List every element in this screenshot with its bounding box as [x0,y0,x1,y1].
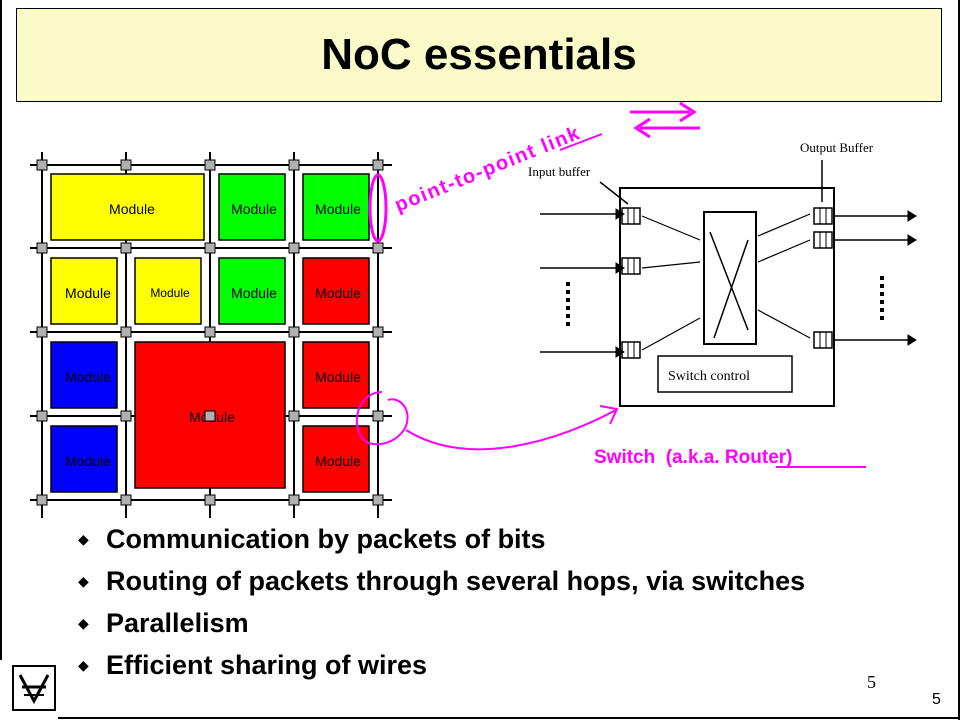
diamond-bullet-icon: ◆ [78,530,89,547]
slide-frame-left [0,0,2,660]
arrow-head-icon [599,405,619,425]
bullet-text: Parallelism [106,607,249,638]
module-label: Module [315,369,361,385]
bullet-item: ◆ Parallelism [78,602,805,644]
link-highlight-ellipse [368,173,388,243]
slide-title: NoC essentials [321,30,637,79]
router-node [204,494,216,506]
switch-schematic: Input buffer Output Buffer Switch contro… [528,140,917,407]
router-node [36,410,48,422]
router-node [36,159,48,171]
page-number: 5 [867,672,876,692]
bidirectional-arrows-icon [630,101,700,139]
module-block [302,341,370,409]
bullet-text: Communication by packets of bits [106,523,546,554]
bullet-item: ◆ Routing of packets through several hops… [78,560,805,602]
link-label-underline [559,133,603,151]
router-node [204,410,216,422]
router-node [372,494,384,506]
slide-frame-right [958,0,960,720]
module-block [50,425,118,493]
switch-control-label: Switch control [668,369,750,384]
module-blocks [50,173,370,493]
router-node [372,326,384,338]
module-block [50,341,118,409]
module-label: Module [150,286,190,300]
bullet-item: ◆ Efficient sharing of wires [78,644,805,686]
bullet-text: Efficient sharing of wires [106,649,428,680]
bullet-text: Routing of packets through several hops,… [106,565,806,596]
router-node [204,326,216,338]
router-node [36,326,48,338]
module-label: Module [65,285,111,301]
switch-label: Switch (a.k.a. Router) [594,447,792,468]
router-node [288,326,300,338]
router-node [120,410,132,422]
router-node [36,242,48,254]
module-label: Module [65,453,111,469]
module-block [218,173,286,241]
technion-logo-icon [12,665,56,711]
module-label: Module [109,201,155,217]
module-block [50,257,118,325]
diamond-bullet-icon: ◆ [78,656,89,673]
router-node [372,410,384,422]
router-circle-mark [355,391,409,446]
router-node [120,326,132,338]
router-node [120,159,132,171]
module-label: Module [315,201,361,217]
slide-frame-bottom [58,717,960,719]
router-node [120,494,132,506]
router-node [288,410,300,422]
router-node [288,242,300,254]
router-node [120,242,132,254]
footer-page-number: 5 [932,691,941,708]
module-label: Module [65,369,111,385]
module-block [134,257,202,325]
module-block [218,257,286,325]
router-nodes [36,159,384,506]
module-block [302,257,370,325]
module-block [50,173,205,241]
router-pointer-arrow [405,409,617,451]
module-label: Module [315,453,361,469]
router-node [204,242,216,254]
router-node [204,159,216,171]
output-buffer-label: Output Buffer [800,140,874,155]
module-label: Module [315,285,361,301]
bullet-list: ◆ Communication by packets of bits ◆ Routi… [78,518,805,686]
router-node [288,159,300,171]
title-box: NoC essentials [16,8,942,102]
diamond-bullet-icon: ◆ [78,614,89,631]
router-node [372,159,384,171]
router-node [36,494,48,506]
diamond-bullet-icon: ◆ [78,572,89,589]
router-node [372,242,384,254]
module-label: Module [231,201,277,217]
bullet-item: ◆ Communication by packets of bits [78,518,805,560]
input-buffer-label: Input buffer [528,164,591,179]
module-block [302,425,370,493]
module-label: Module [231,285,277,301]
router-node [288,494,300,506]
